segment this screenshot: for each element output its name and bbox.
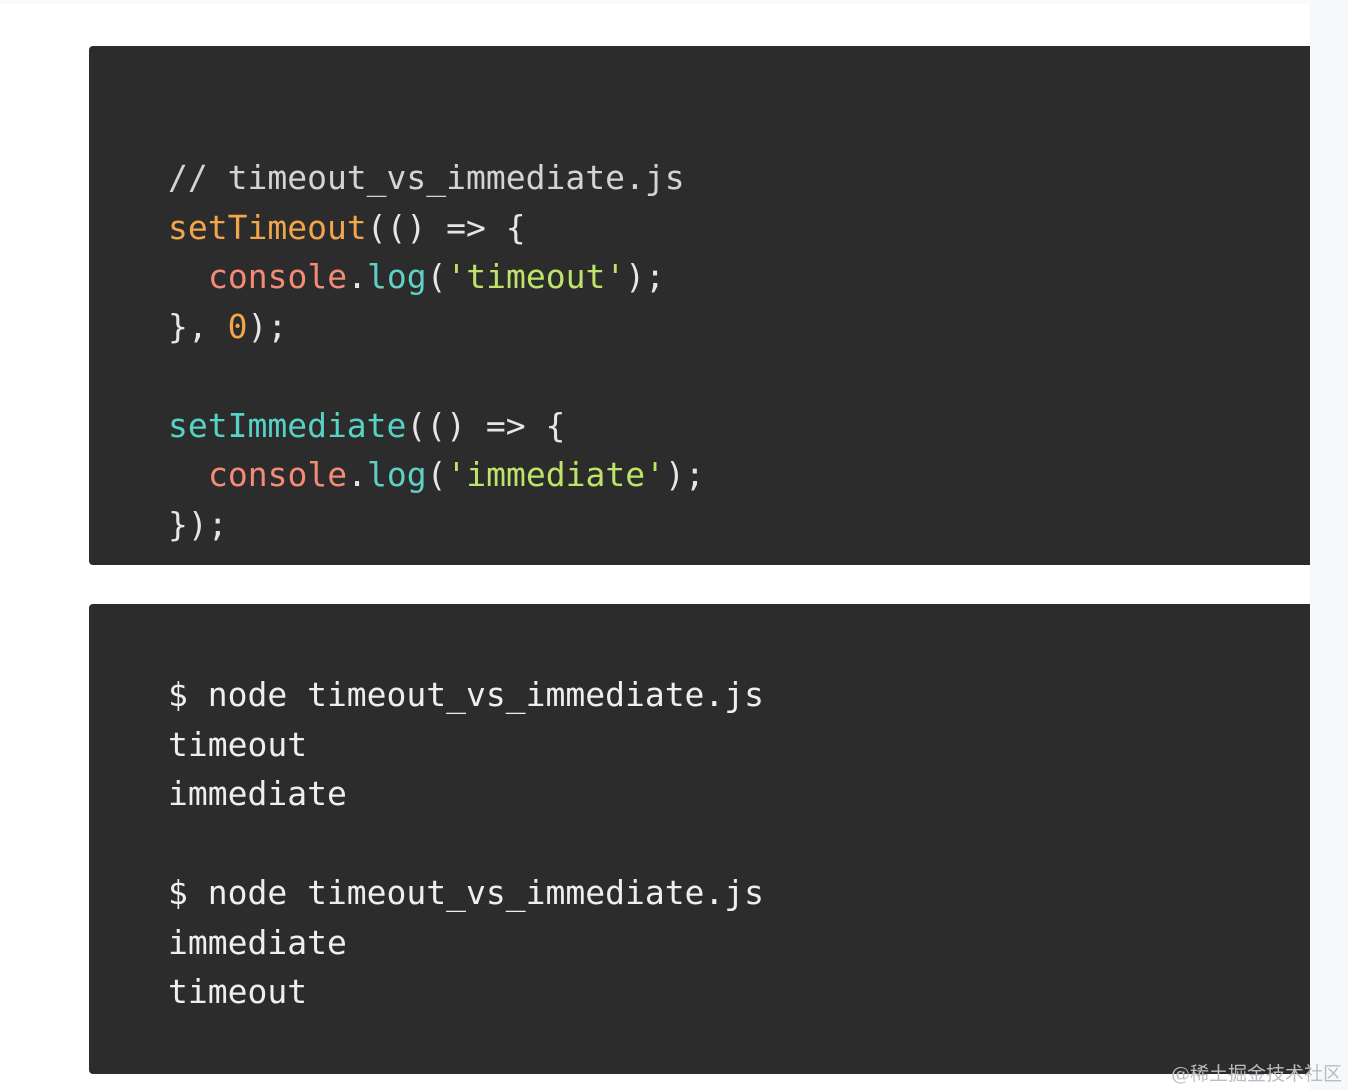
open-paren: ( xyxy=(426,257,447,296)
dot-operator: . xyxy=(347,257,367,296)
dot-operator: . xyxy=(347,455,367,494)
close-brace-paren: }); xyxy=(168,504,228,544)
close-paren: ); xyxy=(664,455,705,494)
code-block-terminal: $ node timeout_vs_immediate.js timeout i… xyxy=(89,604,1310,1074)
arrow-function-open: (() => { xyxy=(406,405,566,445)
code-line-settimeout: setTimeout(() => { xyxy=(168,203,1310,253)
string-literal: 'immediate' xyxy=(446,455,665,494)
code-line-log-immediate: console.log('immediate'); xyxy=(168,450,1310,500)
terminal-line xyxy=(168,819,1310,869)
code-comment: // timeout_vs_immediate.js xyxy=(168,158,685,197)
terminal-line: immediate xyxy=(168,922,347,962)
close-paren: ); xyxy=(625,257,665,296)
watermark: @稀土掘金技术社区 xyxy=(1170,1063,1342,1085)
code-block-javascript: // timeout_vs_immediate.js setTimeout(()… xyxy=(89,46,1310,565)
log-method: log xyxy=(366,455,427,494)
code-line-log-timeout: console.log('timeout'); xyxy=(168,252,1310,302)
terminal-line: immediate xyxy=(168,774,347,813)
terminal-line: $ node timeout_vs_immediate.js xyxy=(168,675,765,714)
log-method: log xyxy=(366,257,427,296)
console-object: console xyxy=(208,257,348,296)
terminal-line: timeout xyxy=(168,724,308,764)
code-line-close-immediate: }); xyxy=(168,500,1310,550)
delay-number: 0 xyxy=(227,306,248,346)
arrow-function-open: (() => { xyxy=(366,207,526,247)
code-line-comment: // timeout_vs_immediate.js xyxy=(168,153,1310,203)
code-line-blank xyxy=(168,351,1310,401)
page-right-margin xyxy=(1310,0,1348,1090)
console-object: console xyxy=(208,455,348,494)
close-paren: ); xyxy=(247,306,288,346)
setimmediate-call: setImmediate xyxy=(168,405,407,445)
string-literal: 'timeout' xyxy=(446,257,626,296)
top-strip xyxy=(0,0,1310,4)
close-brace: }, xyxy=(168,306,228,346)
terminal-line: timeout xyxy=(168,972,308,1011)
open-paren: ( xyxy=(426,455,447,494)
terminal-line: $ node timeout_vs_immediate.js xyxy=(168,873,765,912)
settimeout-call: setTimeout xyxy=(168,207,367,247)
code-line-setimmediate: setImmediate(() => { xyxy=(168,401,1310,451)
code-line-close-timeout: }, 0); xyxy=(168,302,1310,352)
